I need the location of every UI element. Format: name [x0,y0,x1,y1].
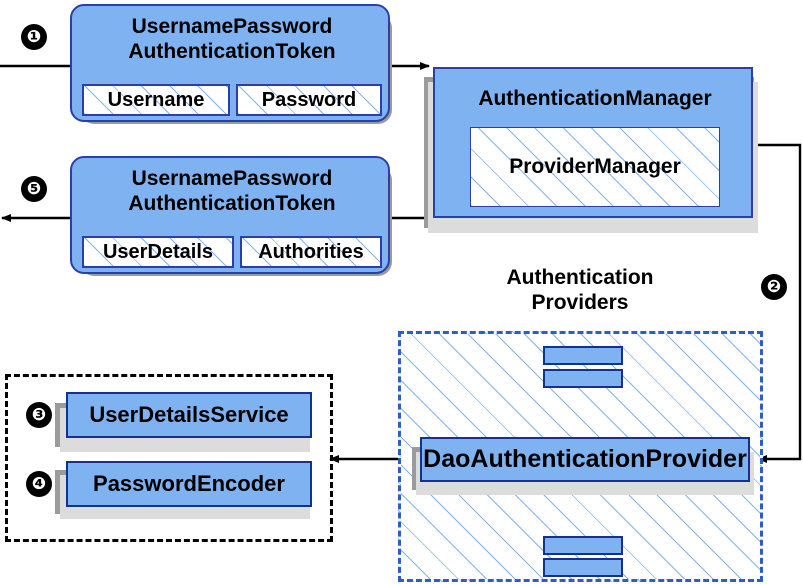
authentication-manager-title: AuthenticationManager [478,87,712,110]
response-token-box[interactable]: UsernamePassword AuthenticationToken Use… [70,156,390,274]
provider-manager-box[interactable]: ProviderManager [470,127,720,207]
response-token-field-authorities-label: Authorities [258,240,364,263]
step-marker-4: ❹ [26,471,52,497]
step-marker-1: ❶ [21,24,47,50]
provider-manager-label: ProviderManager [509,155,681,178]
step-marker-3: ❸ [26,402,52,428]
provider-bar-top-2[interactable] [543,369,623,388]
request-token-field-username-label: Username [107,88,205,111]
request-token-field-password[interactable]: Password [236,84,382,116]
provider-bar-top-1[interactable] [543,346,623,365]
authentication-providers-heading: Authentication Providers [506,266,654,314]
provider-bar-bottom-2[interactable] [543,558,623,577]
dependencies-region [5,374,333,542]
dao-authentication-provider-label: DaoAuthenticationProvider [423,445,747,473]
response-token-field-authorities[interactable]: Authorities [240,236,382,268]
provider-bar-bottom-1[interactable] [543,536,623,555]
step-marker-5: ❺ [21,176,47,202]
response-token-field-userdetails[interactable]: UserDetails [82,236,234,268]
request-token-field-password-label: Password [261,88,357,111]
user-details-service-box[interactable]: UserDetailsService [66,392,312,438]
response-token-field-userdetails-label: UserDetails [102,240,214,263]
request-token-title: UsernamePassword AuthenticationToken [128,15,336,63]
step-marker-2: ❷ [761,274,787,300]
response-token-title: UsernamePassword AuthenticationToken [128,167,336,215]
authentication-manager-box[interactable]: AuthenticationManager ProviderManager [433,67,753,218]
user-details-service-label: UserDetailsService [89,402,289,427]
request-token-box[interactable]: UsernamePassword AuthenticationToken Use… [70,4,390,122]
password-encoder-label: PasswordEncoder [93,471,285,496]
password-encoder-box[interactable]: PasswordEncoder [66,461,312,507]
dao-authentication-provider-box[interactable]: DaoAuthenticationProvider [420,437,750,482]
request-token-field-username[interactable]: Username [82,84,230,116]
